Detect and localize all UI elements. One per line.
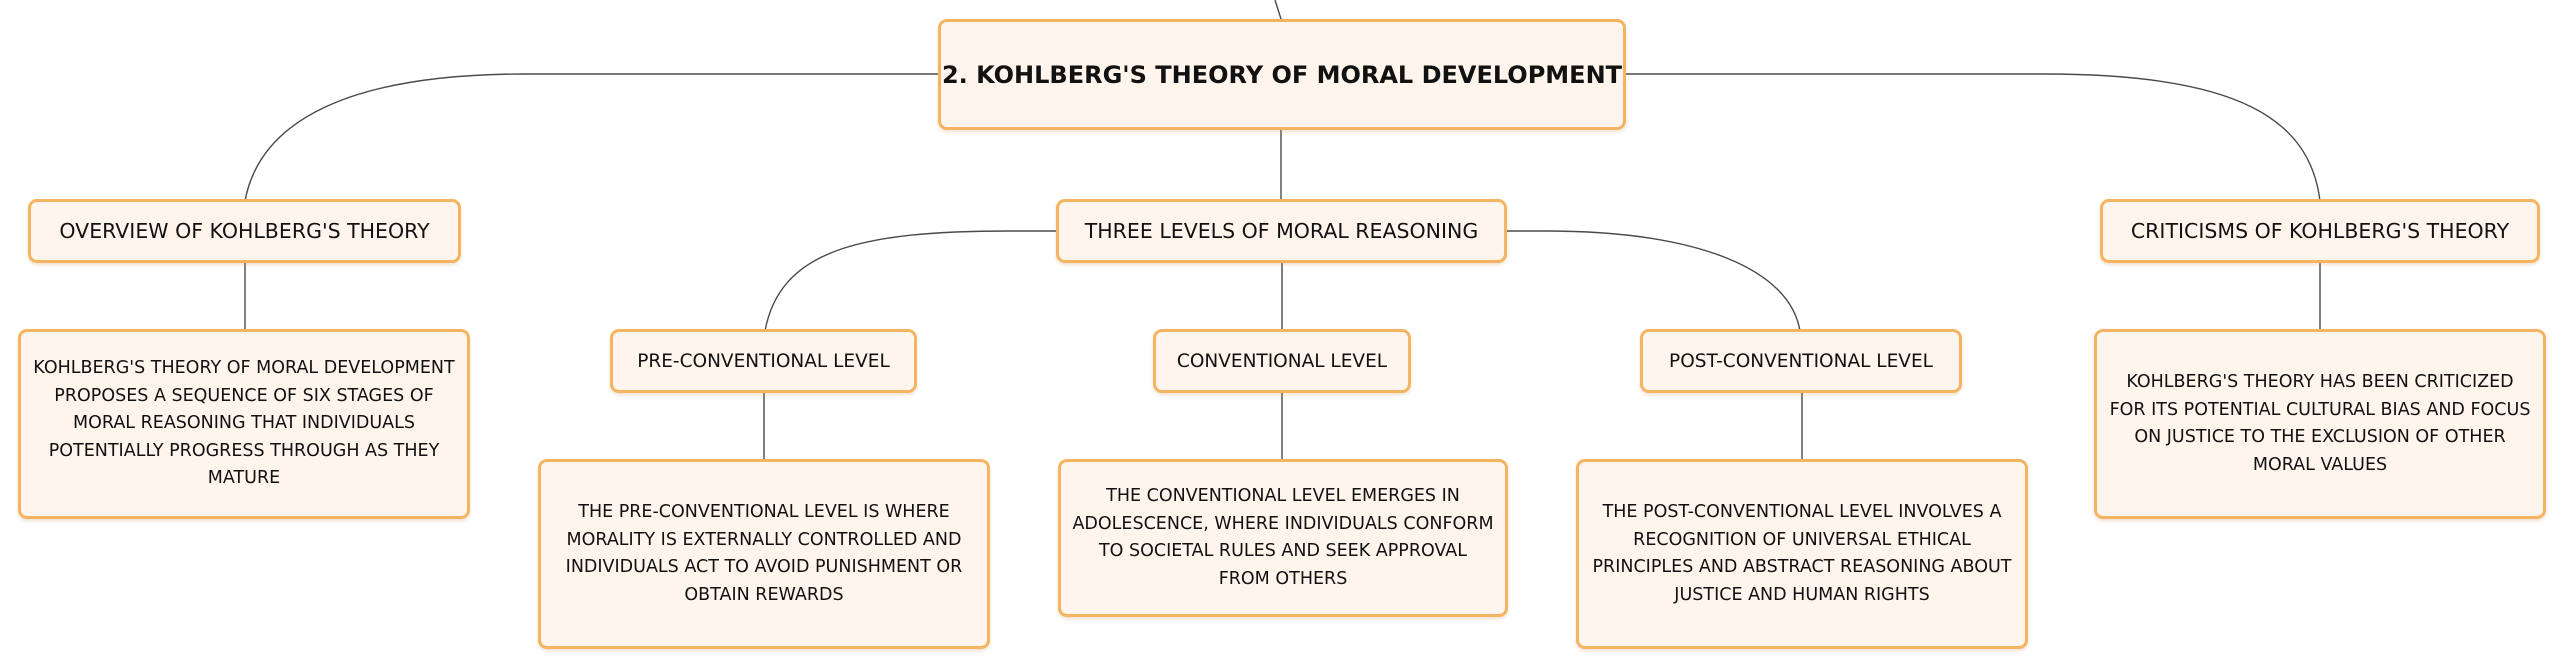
overview-node[interactable]: OVERVIEW OF KOHLBERG'S THEORY (28, 199, 461, 263)
post-conventional-detail-node[interactable]: THE POST-CONVENTIONAL LEVEL INVOLVES A R… (1576, 459, 2028, 649)
conventional-label: CONVENTIONAL LEVEL (1176, 350, 1388, 372)
overview-label: OVERVIEW OF KOHLBERG'S THEORY (59, 219, 430, 243)
criticisms-label: CRITICISMS OF KOHLBERG'S THEORY (2130, 219, 2510, 243)
conventional-detail-node[interactable]: THE CONVENTIONAL LEVEL EMERGES IN ADOLES… (1058, 459, 1508, 617)
post-conventional-label: POST-CONVENTIONAL LEVEL (1669, 350, 1933, 372)
connector-root-overview (244, 73, 940, 202)
conventional-node[interactable]: CONVENTIONAL LEVEL (1153, 329, 1411, 393)
pre-conventional-detail-node[interactable]: THE PRE-CONVENTIONAL LEVEL IS WHERE MORA… (538, 459, 990, 649)
pre-conventional-detail-text: THE PRE-CONVENTIONAL LEVEL IS WHERE MORA… (565, 502, 963, 605)
conventional-detail-text: THE CONVENTIONAL LEVEL EMERGES IN ADOLES… (1072, 486, 1494, 589)
pre-conventional-node[interactable]: PRE-CONVENTIONAL LEVEL (610, 329, 917, 393)
connector-root-criticisms (1625, 73, 2321, 202)
root-topic-node[interactable]: 2. KOHLBERG'S THEORY OF MORAL DEVELOPMEN… (938, 19, 1626, 130)
criticisms-detail-node[interactable]: KOHLBERG'S THEORY HAS BEEN CRITICIZED FO… (2094, 329, 2546, 519)
root-topic-label: 2. KOHLBERG'S THEORY OF MORAL DEVELOPMEN… (941, 60, 1623, 89)
connector-levels-post (1505, 230, 1801, 332)
pre-conventional-label: PRE-CONVENTIONAL LEVEL (637, 350, 890, 372)
criticisms-node[interactable]: CRITICISMS OF KOHLBERG'S THEORY (2100, 199, 2540, 263)
connector-parent-root (1274, 0, 1282, 20)
post-conventional-node[interactable]: POST-CONVENTIONAL LEVEL (1640, 329, 1962, 393)
overview-detail-node[interactable]: KOHLBERG'S THEORY OF MORAL DEVELOPMENT P… (18, 329, 470, 519)
levels-label: THREE LEVELS OF MORAL REASONING (1084, 219, 1479, 243)
post-conventional-detail-text: THE POST-CONVENTIONAL LEVEL INVOLVES A R… (1592, 502, 2012, 605)
overview-detail-text: KOHLBERG'S THEORY OF MORAL DEVELOPMENT P… (33, 358, 455, 489)
connector-levels-pre (764, 230, 1058, 332)
levels-node[interactable]: THREE LEVELS OF MORAL REASONING (1056, 199, 1507, 263)
criticisms-detail-text: KOHLBERG'S THEORY HAS BEEN CRITICIZED FO… (2109, 372, 2531, 475)
